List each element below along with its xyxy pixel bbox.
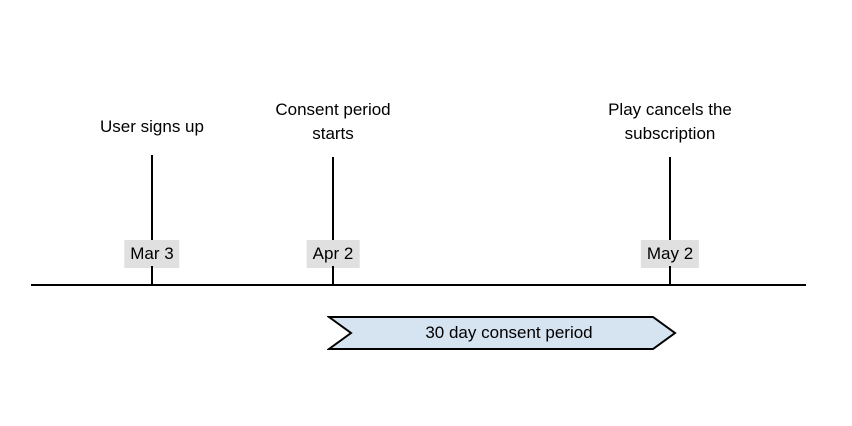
event-tick-play-cancels-subscription [669, 157, 671, 240]
event-date-chip-play-cancels-subscription: May 2 [640, 240, 700, 268]
consent-period-banner-shape [325, 316, 677, 350]
event-tick-lower-consent-period-starts [332, 266, 334, 285]
event-label-user-signs-up: User signs up [100, 117, 204, 136]
consent-period-banner: 30 day consent period [325, 313, 679, 353]
event-tick-consent-period-starts [332, 157, 334, 240]
timeline-axis [31, 284, 806, 286]
banner-arrow-shape [325, 316, 677, 350]
event-tick-lower-user-signs-up [151, 266, 153, 285]
event-tick-lower-play-cancels-subscription [669, 266, 671, 285]
event-date-chip-consent-period-starts: Apr 2 [306, 240, 360, 268]
event-tick-user-signs-up [151, 155, 153, 240]
event-date-chip-user-signs-up: Mar 3 [124, 240, 180, 268]
event-label-consent-period-starts: Consent period starts [275, 100, 391, 143]
event-label-play-cancels-subscription: Play cancels the subscription [608, 100, 732, 143]
